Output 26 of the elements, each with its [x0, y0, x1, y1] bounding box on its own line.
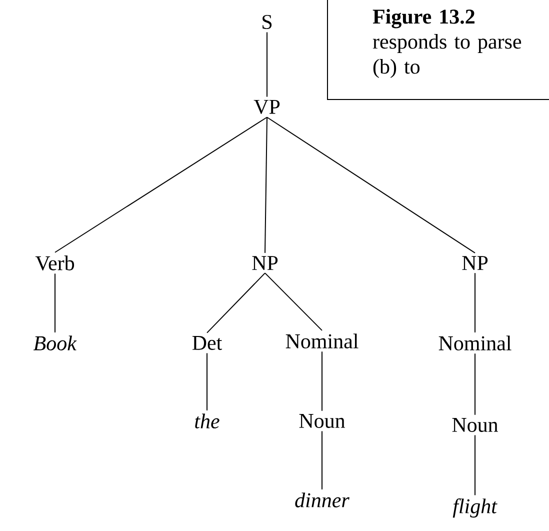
tree-label: S — [262, 14, 272, 30]
tree-label: Det — [192, 336, 222, 350]
tree-branch — [266, 32, 268, 98]
tree-branch — [54, 116, 268, 253]
tree-label: Verb — [35, 256, 74, 270]
tree-branch — [264, 116, 268, 254]
tree-branch — [474, 353, 476, 416]
tree-label: NP — [462, 256, 488, 270]
tree-label: Noun — [299, 414, 345, 428]
tree-branch — [474, 434, 476, 496]
tree-branch — [266, 116, 476, 254]
tree-branch — [264, 272, 322, 331]
tree-label: Nominal — [438, 336, 512, 350]
tree-label: the — [195, 414, 220, 428]
tree-branch — [206, 352, 208, 411]
tree-label: VP — [254, 100, 280, 114]
tree-label: flight — [452, 498, 498, 518]
tree-label: dinner — [295, 492, 350, 508]
tree-label: Noun — [452, 418, 498, 432]
tree-label: NP — [252, 256, 278, 270]
tree-branch — [474, 272, 476, 333]
caption-box: Figure 13.2 responds to parse (b) to — [327, 0, 549, 100]
tree-branch — [206, 272, 266, 334]
tree-label: Nominal — [286, 334, 358, 348]
tree-label: Book — [33, 336, 77, 350]
tree-branch — [54, 273, 56, 333]
